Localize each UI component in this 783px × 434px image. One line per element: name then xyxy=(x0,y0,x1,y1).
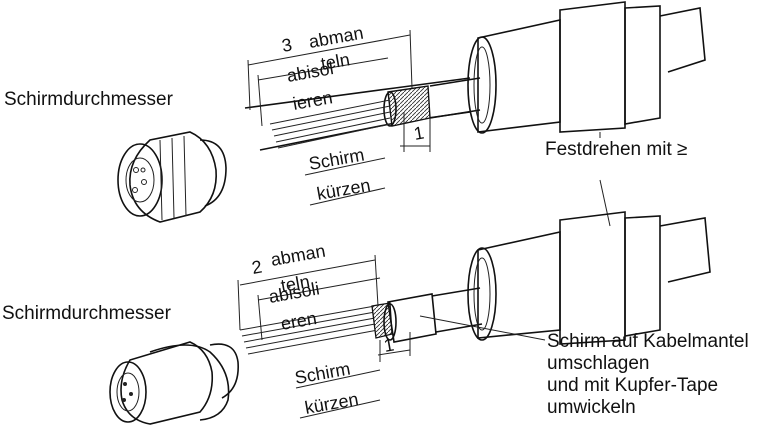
top-diameter-label: Schirmdurchmesser xyxy=(4,89,174,110)
top-dimension-lines xyxy=(247,29,431,206)
bottom-cable-gland xyxy=(467,211,711,345)
top-schirm-1: Schirm xyxy=(307,145,366,174)
top-cable-gland xyxy=(467,1,706,134)
top-assembly: Schirmdurchmesser 3 abman teln abisol ie… xyxy=(4,1,706,227)
top-abmanteln-2: teln xyxy=(319,49,351,74)
bottom-dim-strip: 2 xyxy=(250,257,263,278)
torque-label: Festdrehen mit ≥ xyxy=(545,139,687,160)
bottom-schirm-1: Schirm xyxy=(293,359,352,388)
top-abmanteln-1: abman xyxy=(307,23,365,52)
bottom-abisolieren-1: abisoli xyxy=(267,278,321,307)
bottom-abmanteln-2: teln xyxy=(279,271,311,296)
bottom-assembly: Schirmdurchmesser 2 abman teln abisoli e… xyxy=(2,211,749,425)
top-dim-shield: 1 xyxy=(412,123,425,144)
bottom-schirm-2: kürzen xyxy=(303,389,360,418)
top-socket-connector xyxy=(117,131,227,223)
top-schirm-2: kürzen xyxy=(315,175,372,204)
bottom-cable xyxy=(239,287,483,355)
bottom-abmanteln-1: abman xyxy=(269,241,327,270)
note-line-4: umwickeln xyxy=(547,397,636,418)
bottom-abisolieren-2: eren xyxy=(279,308,318,334)
note-line-1: Schirm auf Kabelmantel xyxy=(547,331,749,352)
bottom-leader-line xyxy=(419,315,546,341)
top-abisolieren-2: ieren xyxy=(291,87,334,114)
top-abisolieren-1: abisol xyxy=(285,58,335,86)
note-line-2: umschlagen xyxy=(547,353,649,374)
bottom-dimension-lines xyxy=(237,254,411,419)
bottom-dim-shield: 1 xyxy=(382,335,395,356)
top-leader-line xyxy=(599,132,611,227)
top-cable xyxy=(244,77,481,151)
top-dim-strip: 3 xyxy=(280,35,293,56)
note-line-3: und mit Kupfer-Tape xyxy=(547,375,718,396)
bottom-plug-connector xyxy=(109,341,239,425)
bottom-diameter-label: Schirmdurchmesser xyxy=(2,303,172,324)
